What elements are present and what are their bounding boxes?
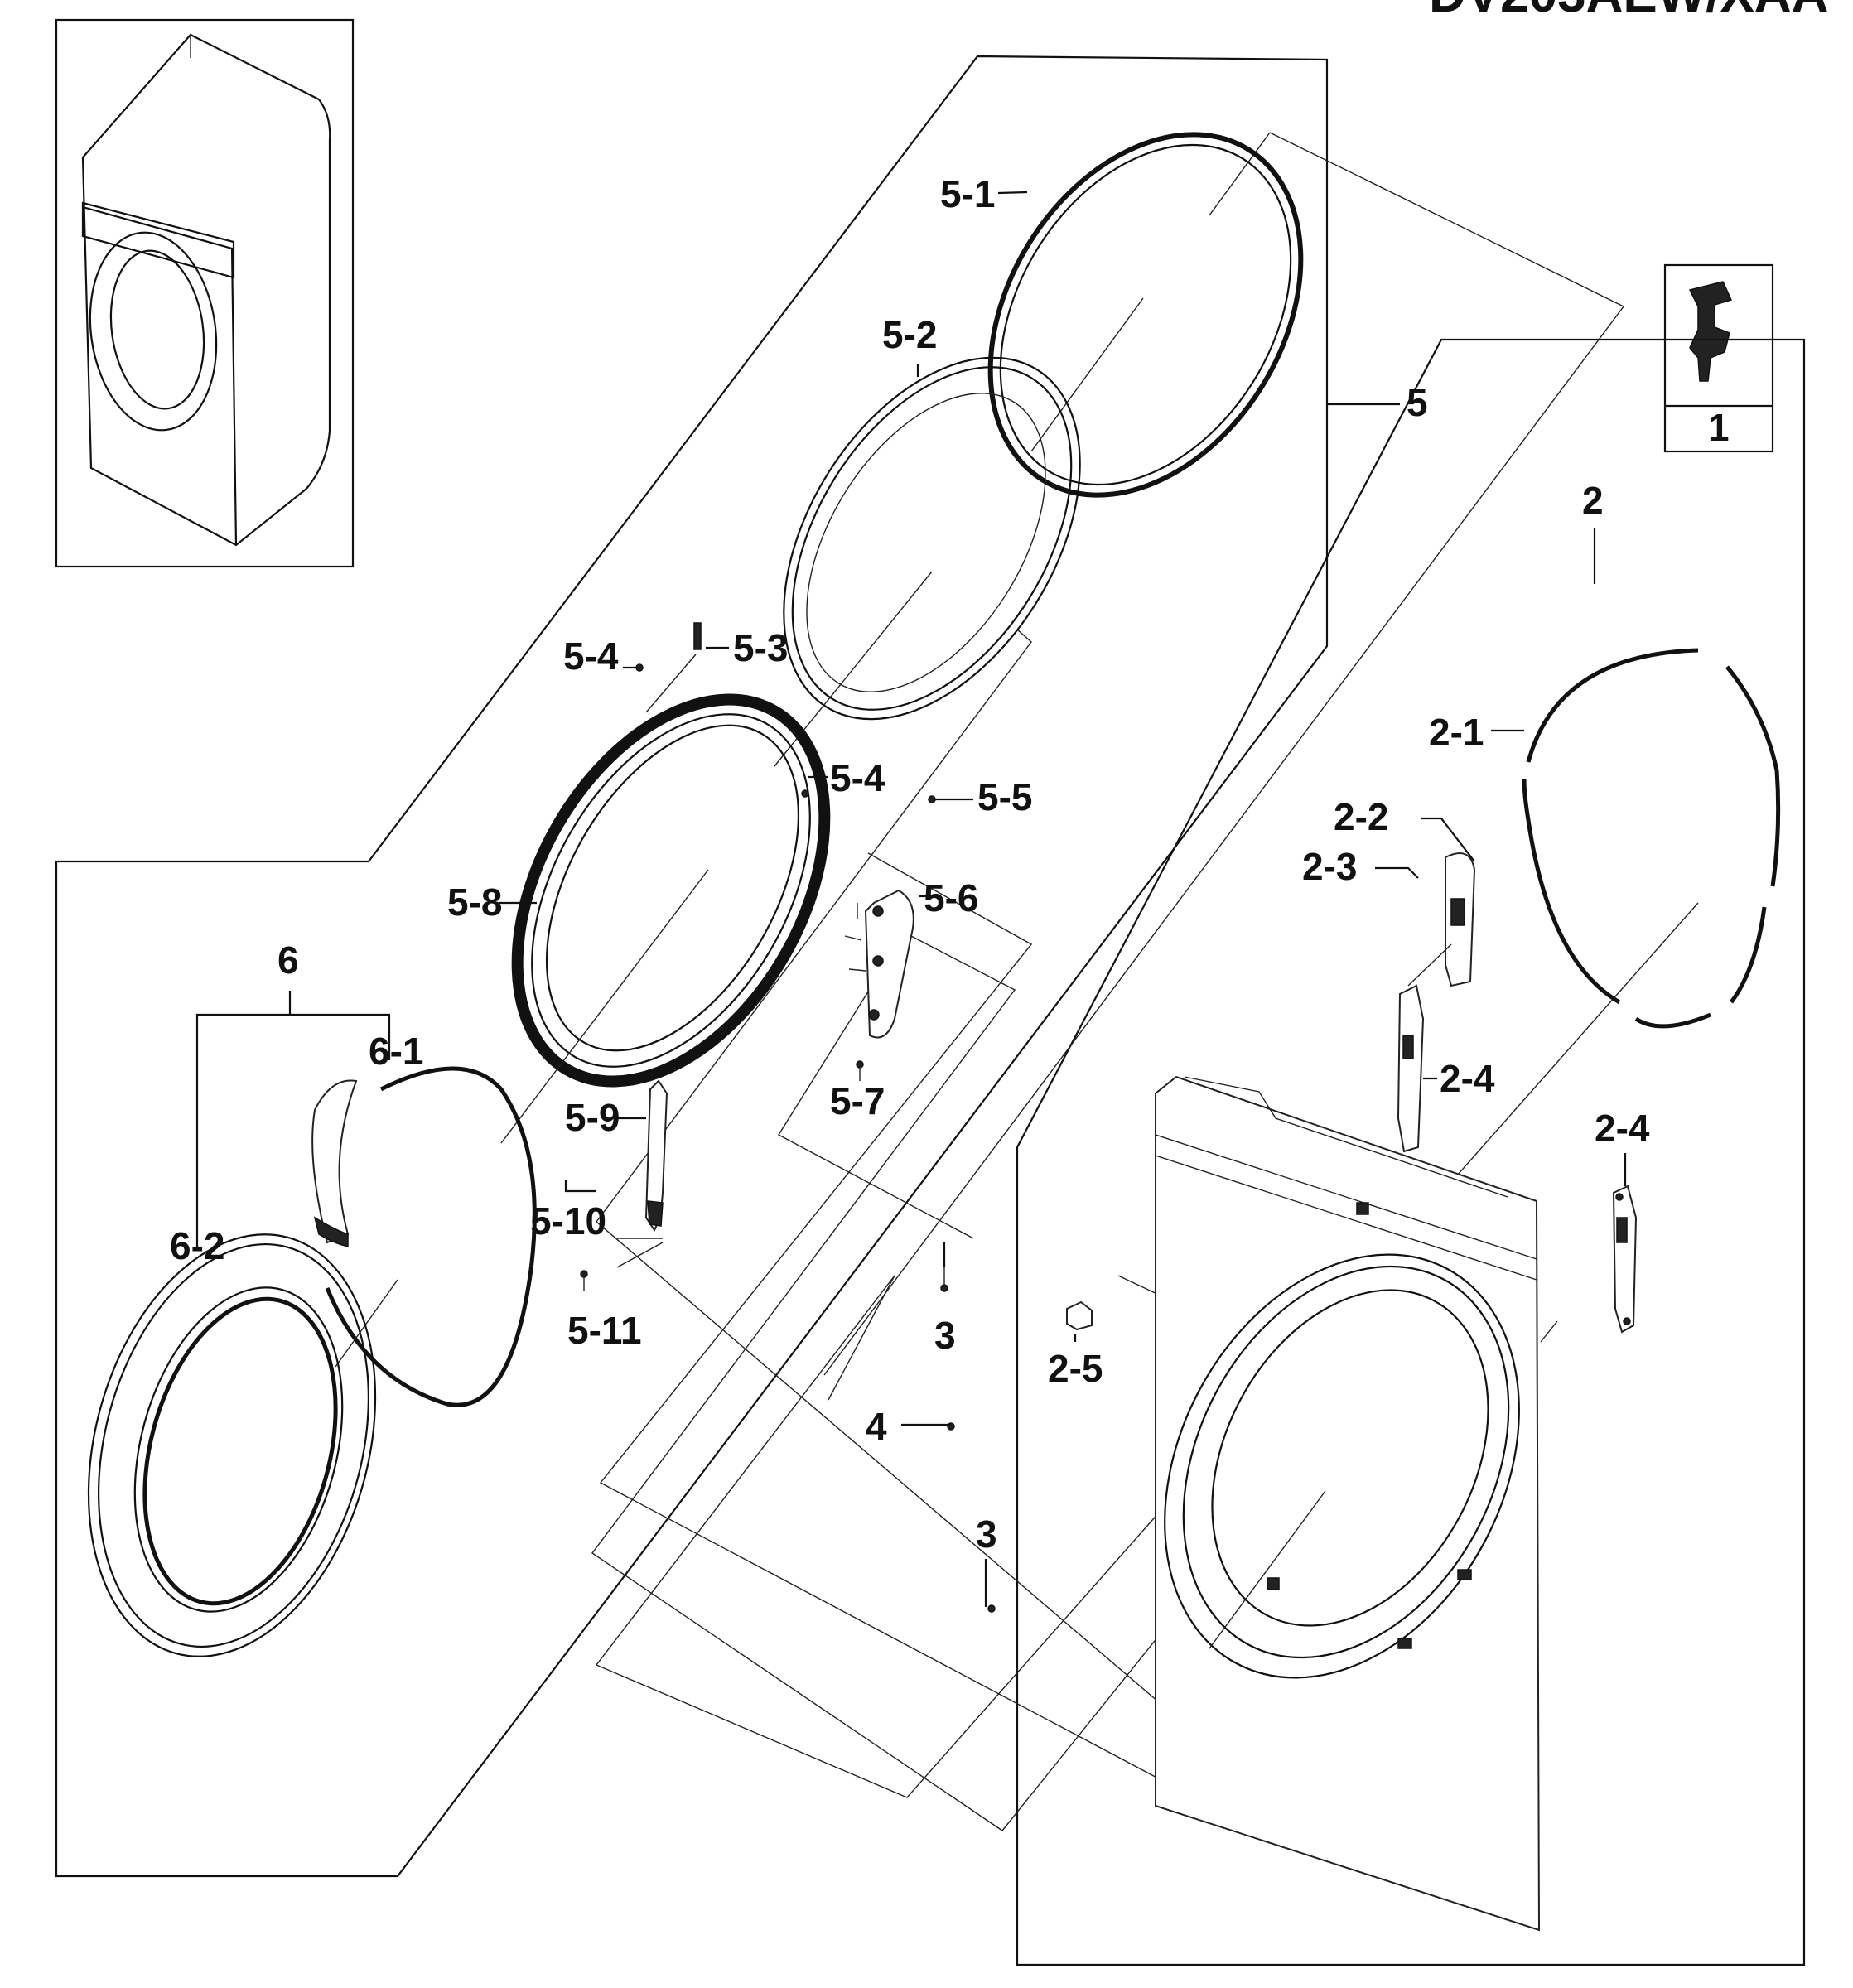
door-group-outline [55, 55, 1329, 1878]
label-3a: 3 [934, 1314, 956, 1357]
label-5-6: 5-6 [924, 876, 978, 919]
screws [580, 663, 996, 1613]
label-5-4a: 5-4 [563, 635, 619, 678]
label-5-7: 5-7 [830, 1079, 885, 1122]
label-4: 4 [866, 1405, 887, 1448]
part-2-1-ring [1522, 648, 1781, 1029]
label-5-1: 5-1 [940, 172, 995, 215]
part-5-3-latch [645, 622, 702, 713]
label-6-2: 6-2 [170, 1224, 224, 1267]
part-5-6-hinge [844, 889, 914, 1039]
label-5-5: 5-5 [977, 775, 1032, 818]
label-5-10: 5-10 [530, 1199, 606, 1242]
part-2-4-hinge-plate [1397, 984, 1638, 1334]
label-5-8: 5-8 [447, 881, 502, 924]
part-5-9-hook [616, 1079, 668, 1268]
part-6-2-door-trim [87, 1233, 377, 1657]
leader-lines [195, 191, 1627, 1607]
label-2-4b: 2-4 [1595, 1107, 1650, 1150]
label-6: 6 [277, 939, 299, 982]
part-2-5-bracket [1066, 1300, 1093, 1331]
label-2-5: 2-5 [1048, 1347, 1103, 1390]
label-3b: 3 [976, 1513, 997, 1556]
label-2-4a: 2-4 [1440, 1057, 1495, 1100]
callout-labels: 5-1 5-2 5 5-3 5-4 5-4 5-5 5-6 5-7 5-8 5-… [170, 172, 1650, 1556]
part-5-8-door-frame [500, 693, 831, 1144]
part-5-1-gasket [987, 132, 1304, 498]
label-5-2: 5-2 [882, 313, 937, 356]
model-code: DV203AEW/XAA [1429, 0, 1828, 23]
part-1-inset: 1 [1663, 263, 1774, 453]
label-2-2: 2-2 [1334, 795, 1388, 838]
label-5-9: 5-9 [565, 1096, 620, 1139]
product-overview-inset [55, 18, 355, 568]
label-2-3: 2-3 [1302, 845, 1357, 888]
front-panel-body [1155, 1075, 1541, 1932]
label-5-11: 5-11 [567, 1309, 642, 1352]
label-2: 2 [1582, 479, 1604, 522]
label-5-4b: 5-4 [830, 756, 885, 799]
label-2-1: 2-1 [1429, 711, 1484, 754]
part-2-2-switch [1407, 852, 1476, 987]
label-5: 5 [1407, 381, 1428, 424]
part-1-number: 1 [1708, 406, 1730, 449]
label-5-3: 5-3 [733, 626, 788, 669]
front-panel-outline [1016, 338, 1806, 1966]
part-6-1-inner-glass [311, 1066, 537, 1407]
part-5-2-glass [774, 356, 1081, 767]
label-6-1: 6-1 [369, 1030, 423, 1073]
